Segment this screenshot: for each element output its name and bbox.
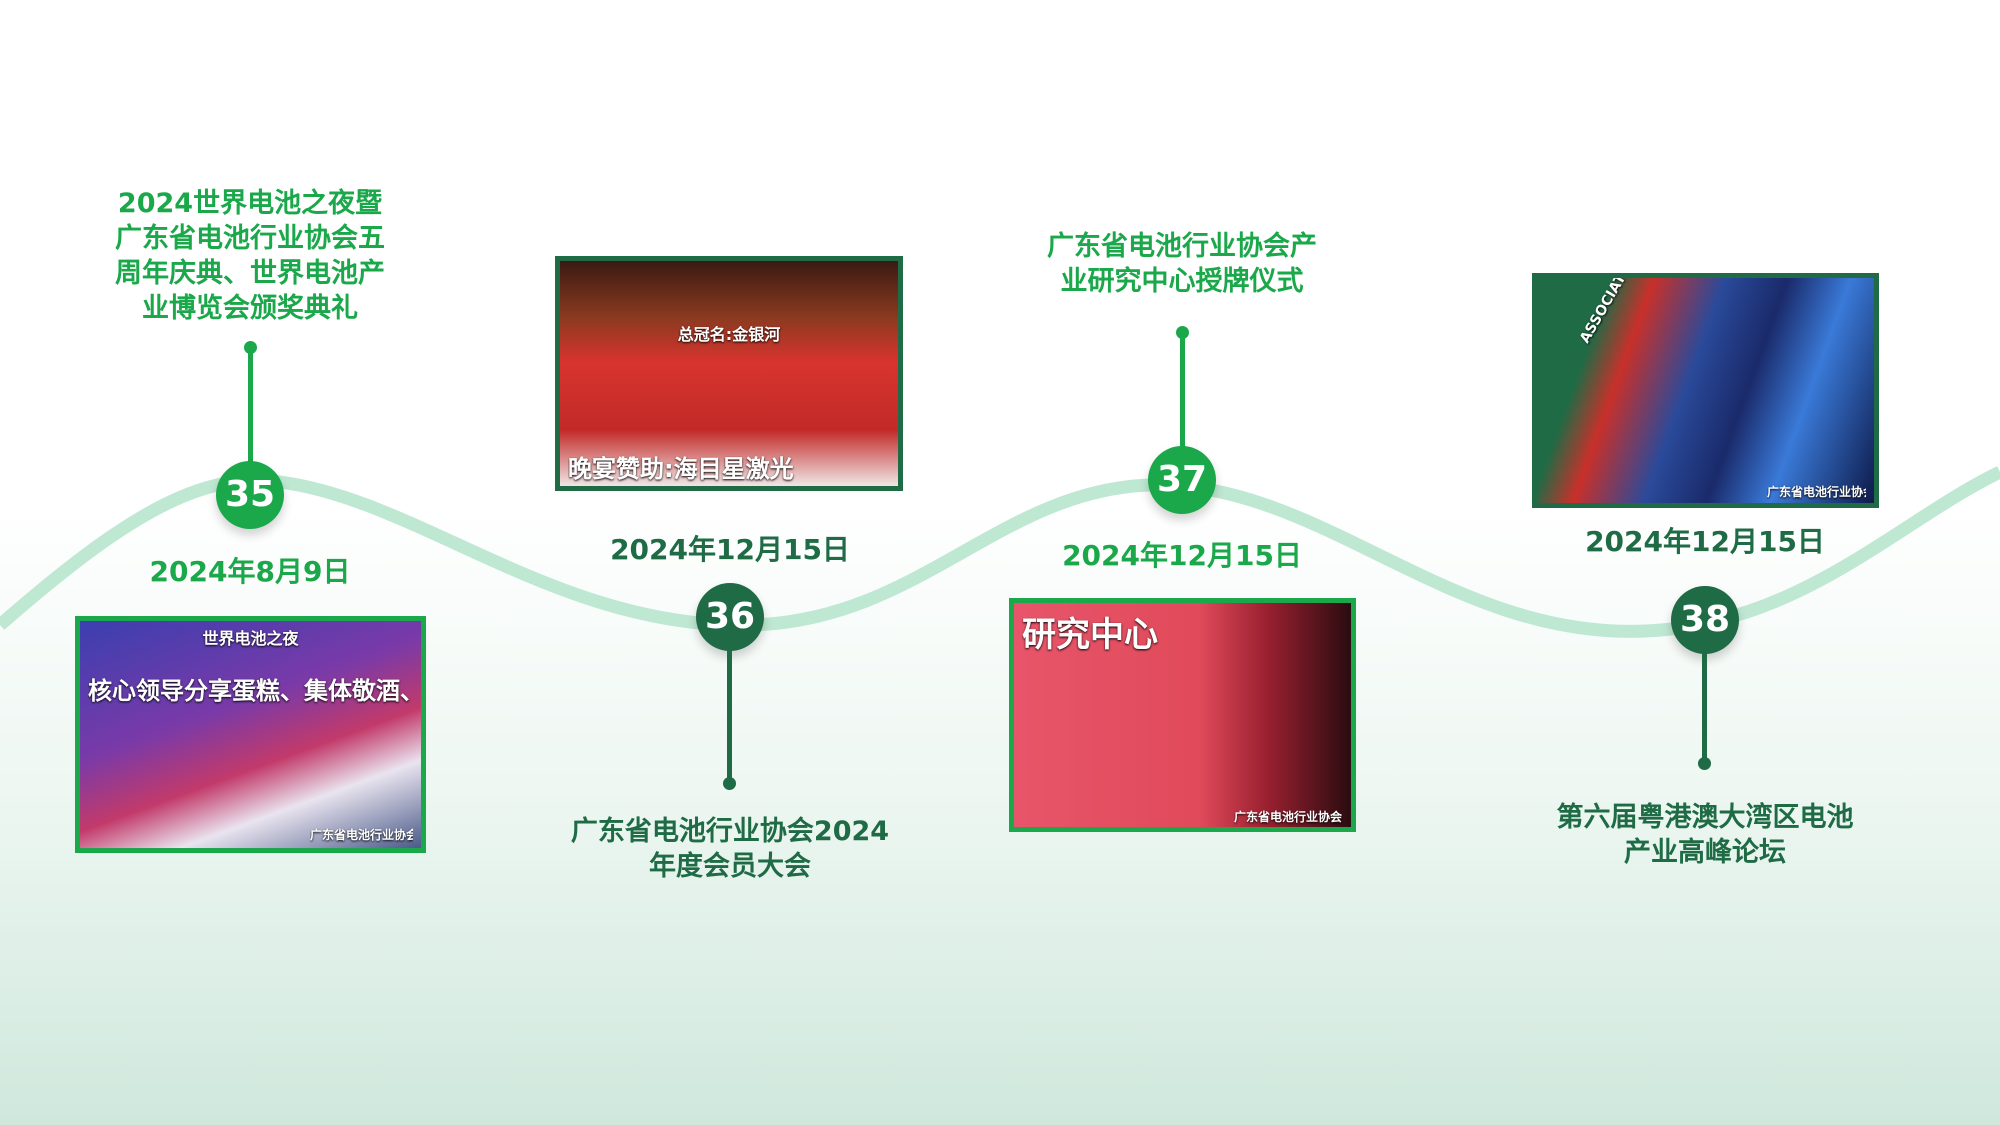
event-36-photo: 总冠名:金银河 晚宴赞助:海目星激光	[555, 256, 903, 491]
event-36-date: 2024年12月15日	[610, 533, 850, 566]
event-36-stem	[727, 650, 732, 780]
event-37-badge: 37	[1148, 446, 1216, 514]
event-37-stem	[1180, 332, 1185, 452]
event-35-photo: 世界电池之夜 核心领导分享蛋糕、集体敬酒、 广东省电池行业协会	[75, 616, 426, 853]
event-35-badge: 35	[216, 461, 284, 529]
event-37-date: 2024年12月15日	[1062, 539, 1302, 572]
event-38-title: 第六届粤港澳大湾区电池产业高峰论坛	[1556, 802, 1854, 868]
event-35-date: 2024年8月9日	[149, 555, 351, 588]
event-38-stem	[1702, 652, 1707, 762]
event-35-stem	[248, 347, 253, 467]
event-37-title: 广东省电池行业协会产业研究中心授牌仪式	[1047, 231, 1317, 297]
event-36-badge: 36	[696, 583, 764, 651]
event-37-photo: 研究中心 广东省电池行业协会	[1009, 598, 1356, 832]
event-38-badge: 38	[1671, 586, 1739, 654]
event-38-dot	[1698, 757, 1711, 770]
event-36-dot	[723, 777, 736, 790]
event-38-date: 2024年12月15日	[1585, 525, 1825, 558]
event-38-photo: ASSOCIATION 广东省电池行业协会	[1532, 273, 1879, 508]
event-35-title: 2024世界电池之夜暨广东省电池行业协会五周年庆典、世界电池产业博览会颁奖典礼	[115, 188, 385, 324]
